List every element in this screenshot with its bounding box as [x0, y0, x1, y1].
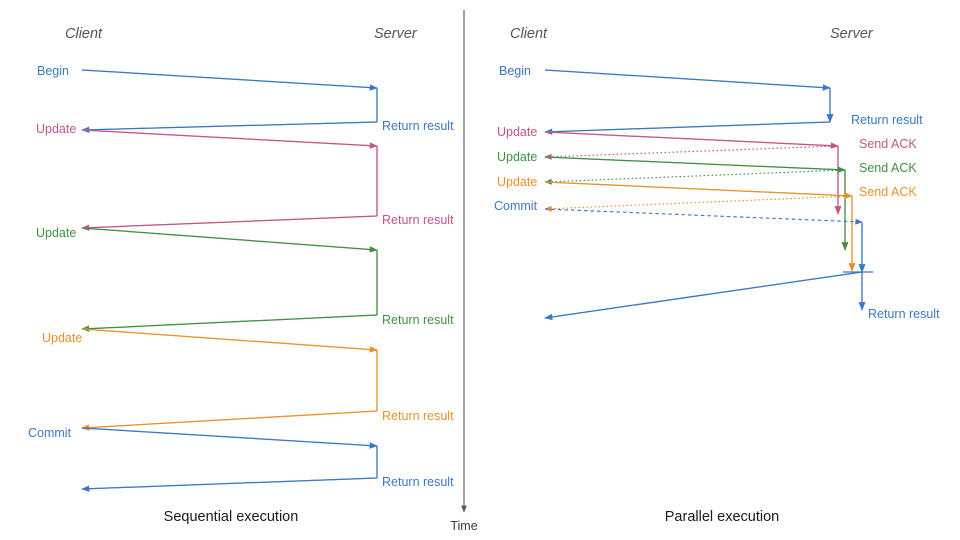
message-line — [544, 156, 846, 173]
message-label-return-result: Return result — [382, 213, 454, 227]
lane-title-client: Client — [510, 26, 548, 42]
message-line — [81, 69, 378, 91]
message-right-8-commit: Commit — [494, 199, 866, 273]
message-left-3-return-result: Return result — [81, 213, 454, 231]
panel-caption-parallel: Parallel execution — [665, 509, 779, 525]
message-right-7-send-ack: Send ACK — [544, 185, 917, 212]
message-label-update: Update — [36, 122, 76, 136]
message-line — [81, 410, 378, 431]
message-label-begin: Begin — [499, 64, 531, 78]
message-left-2-update: Update — [36, 122, 378, 216]
message-line — [544, 271, 863, 321]
message-line — [544, 69, 831, 91]
time-axis-label: Time — [450, 519, 477, 533]
message-label-return-result: Return result — [382, 409, 454, 423]
message-label-send-ack: Send ACK — [859, 137, 917, 151]
message-left-6-update: Update — [42, 328, 378, 411]
message-line — [81, 427, 378, 449]
message-line — [544, 169, 846, 185]
message-line — [544, 121, 831, 135]
message-line — [81, 215, 378, 231]
message-right-6-update: Update — [497, 175, 856, 272]
message-left-7-return-result: Return result — [81, 409, 454, 431]
message-left-5-return-result: Return result — [81, 313, 454, 332]
message-line — [81, 129, 378, 149]
message-label-update: Update — [497, 125, 537, 139]
message-label-commit: Commit — [28, 426, 72, 440]
message-line — [81, 477, 378, 492]
message-line — [544, 181, 853, 199]
panel-divider-group: Time — [450, 10, 478, 533]
message-line — [81, 121, 378, 134]
message-label-update: Update — [497, 175, 537, 189]
message-left-4-update: Update — [36, 226, 378, 315]
message-label-update: Update — [497, 150, 537, 164]
message-label-return-result: Return result — [851, 113, 923, 127]
message-label-commit: Commit — [494, 199, 538, 213]
panel-caption-sequential: Sequential execution — [164, 509, 299, 525]
message-label-update: Update — [42, 331, 82, 345]
message-left-1-return-result: Return result — [81, 119, 454, 134]
lane-title-client: Client — [65, 26, 103, 42]
message-label-return-result: Return result — [382, 119, 454, 133]
message-label-return-result: Return result — [382, 313, 454, 327]
message-label-begin: Begin — [37, 64, 69, 78]
message-label-send-ack: Send ACK — [859, 185, 917, 199]
message-label-return-result: Return result — [382, 475, 454, 489]
message-left-8-commit: Commit — [28, 426, 378, 478]
message-right-5-send-ack: Send ACK — [544, 161, 917, 185]
message-line — [81, 227, 378, 253]
message-right-4-update: Update — [497, 150, 849, 251]
message-right-1-return-result: Return result — [544, 113, 923, 135]
message-label-send-ack: Send ACK — [859, 161, 917, 175]
message-right-2-update: Update — [497, 125, 842, 215]
message-line — [544, 208, 863, 225]
message-line — [81, 314, 378, 332]
message-line — [544, 131, 839, 149]
lane-title-server: Server — [374, 26, 418, 42]
message-line — [544, 145, 839, 160]
message-right-3-send-ack: Send ACK — [544, 137, 917, 160]
message-line — [544, 195, 853, 212]
message-label-return-result: Return result — [868, 307, 940, 321]
message-label-update: Update — [36, 226, 76, 240]
message-left-9-return-result: Return result — [81, 475, 454, 492]
message-line — [81, 328, 378, 353]
message-right-9-return-result: Return result — [544, 271, 940, 321]
lane-title-server: Server — [830, 26, 874, 42]
message-right-0-begin: Begin — [499, 64, 834, 123]
message-left-0-begin: Begin — [37, 64, 378, 122]
